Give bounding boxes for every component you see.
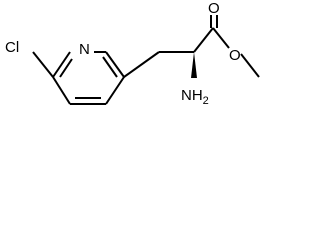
bond-calpha-ccarbonyl (193, 27, 214, 53)
amine-text: NH (181, 87, 203, 104)
amine-label: NH2 (181, 87, 209, 107)
pyridine-ring (52, 51, 125, 105)
chemical-structure: Cl N NH2 O O (5, 0, 260, 107)
bond-c2-cl (32, 51, 54, 78)
bond-n1-c2 (52, 51, 71, 78)
bond-c4-c5 (105, 76, 125, 105)
chlorine-label: Cl (5, 39, 19, 56)
ring-nitrogen-label: N (79, 41, 90, 58)
carbonyl-oxygen-label: O (208, 0, 220, 17)
bond-c5-c6 (105, 51, 125, 78)
bond-c5-c6-inner (102, 56, 118, 78)
stereo-wedge-bond (191, 52, 197, 78)
amine-subscript: 2 (203, 95, 209, 107)
bond-c2-c3 (52, 76, 71, 105)
ester-oxygen-label: O (229, 47, 241, 64)
bond-c5-ch2 (123, 51, 160, 78)
bond-ccarbonyl-oester (212, 27, 230, 49)
bond-oester-methyl (240, 53, 260, 78)
bond-c2-n1-inner (59, 58, 73, 78)
